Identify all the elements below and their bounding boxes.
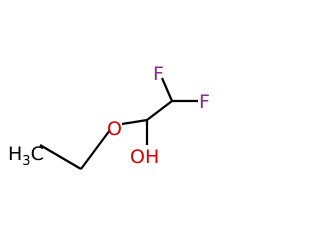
bond-fluorine-top — [160, 77, 174, 102]
atom-labels: F F O OH H3C — [8, 63, 210, 169]
methyl-carbon: C — [31, 143, 44, 165]
structural-formula: F F O OH H3C — [8, 63, 210, 170]
methyl-subscript: 3 — [22, 154, 30, 169]
atom-fluorine-top: F — [153, 63, 164, 85]
atom-fluorine-right: F — [199, 91, 210, 113]
atom-ether-oxygen: O — [107, 118, 122, 140]
methyl-hydrogen: H — [8, 143, 22, 165]
atom-hydroxyl: OH — [130, 146, 159, 168]
bond-central-carbon-difluoromethyl — [146, 100, 173, 121]
atom-methyl: H3C — [8, 143, 44, 169]
bond-methylene-oxygen — [80, 129, 111, 170]
bond-oxygen-central-carbon — [121, 118, 148, 126]
bonds — [39, 77, 198, 170]
bond-methyl-methylene — [39, 144, 82, 170]
